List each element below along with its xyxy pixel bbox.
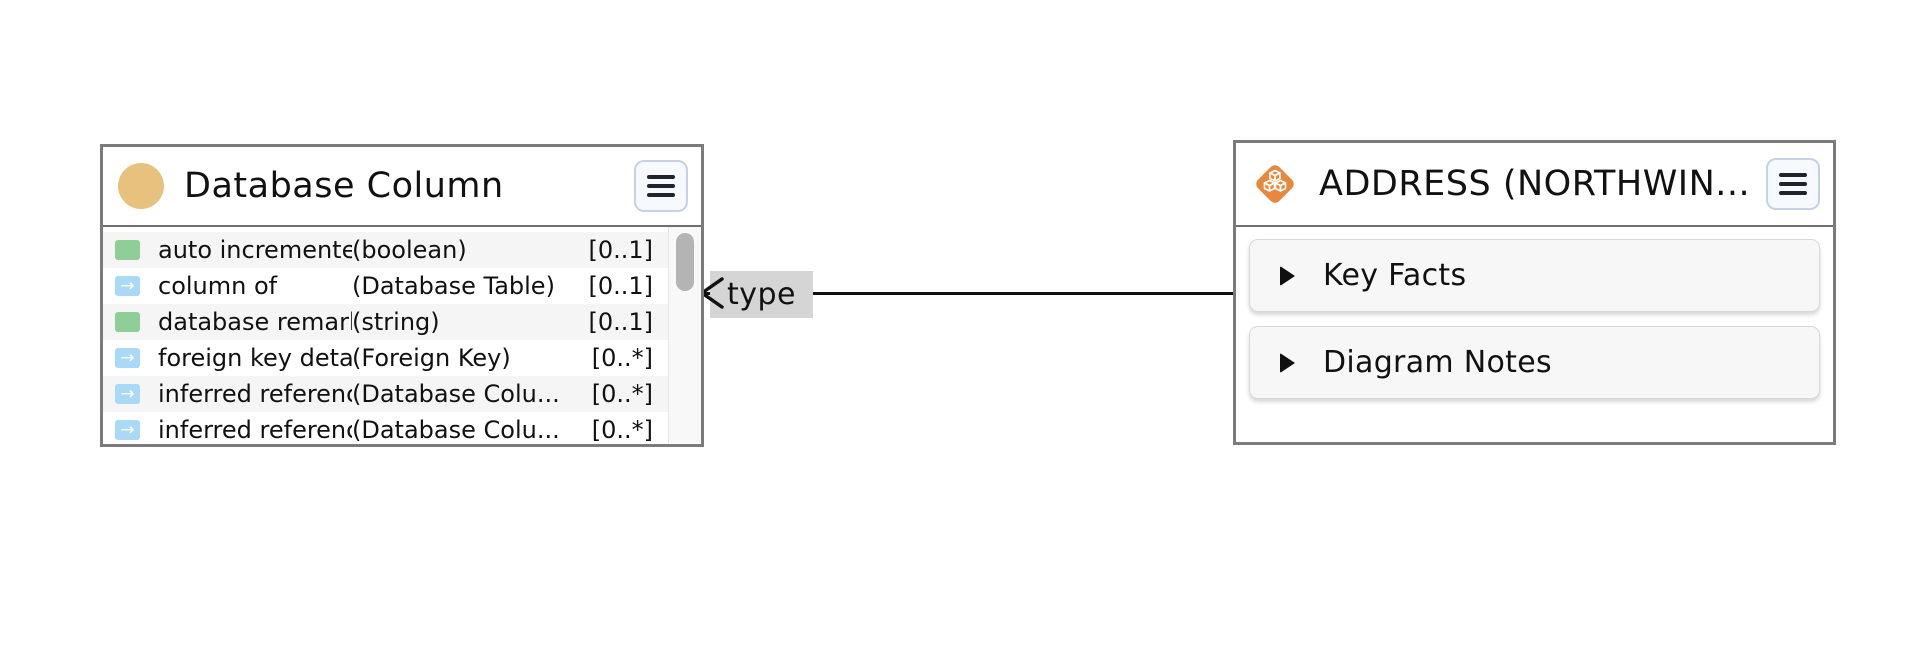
property-row[interactable]: → inferred referenc... (Database Colu...… [103, 376, 701, 412]
expander-triangle-icon [1280, 265, 1295, 286]
property-list: auto incremented (boolean) [0..1] → colu… [103, 227, 701, 443]
instance-node-address[interactable]: ADDRESS (NORTHWIN... Key Facts Diagram N… [1233, 140, 1836, 445]
node-header: Database Column [103, 147, 701, 227]
node-title: ADDRESS (NORTHWIN... [1319, 164, 1751, 204]
hamburger-icon [1779, 173, 1807, 177]
node-body: Key Facts Diagram Notes [1236, 227, 1833, 399]
node-menu-button[interactable] [634, 160, 688, 212]
instance-cubes-icon [1251, 160, 1299, 208]
class-node-database-column[interactable]: Database Column auto incremented (boolea… [100, 144, 704, 447]
node-header: ADDRESS (NORTHWIN... [1236, 143, 1833, 227]
literal-property-icon [115, 240, 140, 260]
edge-line [704, 292, 1236, 295]
expander-triangle-icon [1280, 352, 1295, 373]
property-row[interactable]: → inferred referenc... (Database Colu...… [103, 412, 701, 443]
class-circle-icon [118, 163, 164, 209]
property-row[interactable]: database remark (string) [0..1] [103, 304, 701, 340]
literal-property-icon [115, 312, 140, 332]
section-diagram-notes[interactable]: Diagram Notes [1249, 326, 1820, 399]
scrollbar-track[interactable] [668, 227, 701, 443]
node-title: Database Column [184, 166, 504, 206]
property-row[interactable]: → foreign key details (Foreign Key) [0..… [103, 340, 701, 376]
property-row[interactable]: → column of (Database Table) [0..1] [103, 268, 701, 304]
object-property-icon: → [115, 420, 140, 440]
property-row[interactable]: auto incremented (boolean) [0..1] [103, 232, 701, 268]
section-key-facts[interactable]: Key Facts [1249, 239, 1820, 312]
node-menu-button[interactable] [1766, 158, 1820, 210]
edge-label[interactable]: type [710, 271, 814, 318]
scrollbar-thumb[interactable] [676, 233, 694, 291]
object-property-icon: → [115, 348, 140, 368]
object-property-icon: → [115, 276, 140, 296]
object-property-icon: → [115, 384, 140, 404]
hamburger-icon [647, 175, 675, 179]
